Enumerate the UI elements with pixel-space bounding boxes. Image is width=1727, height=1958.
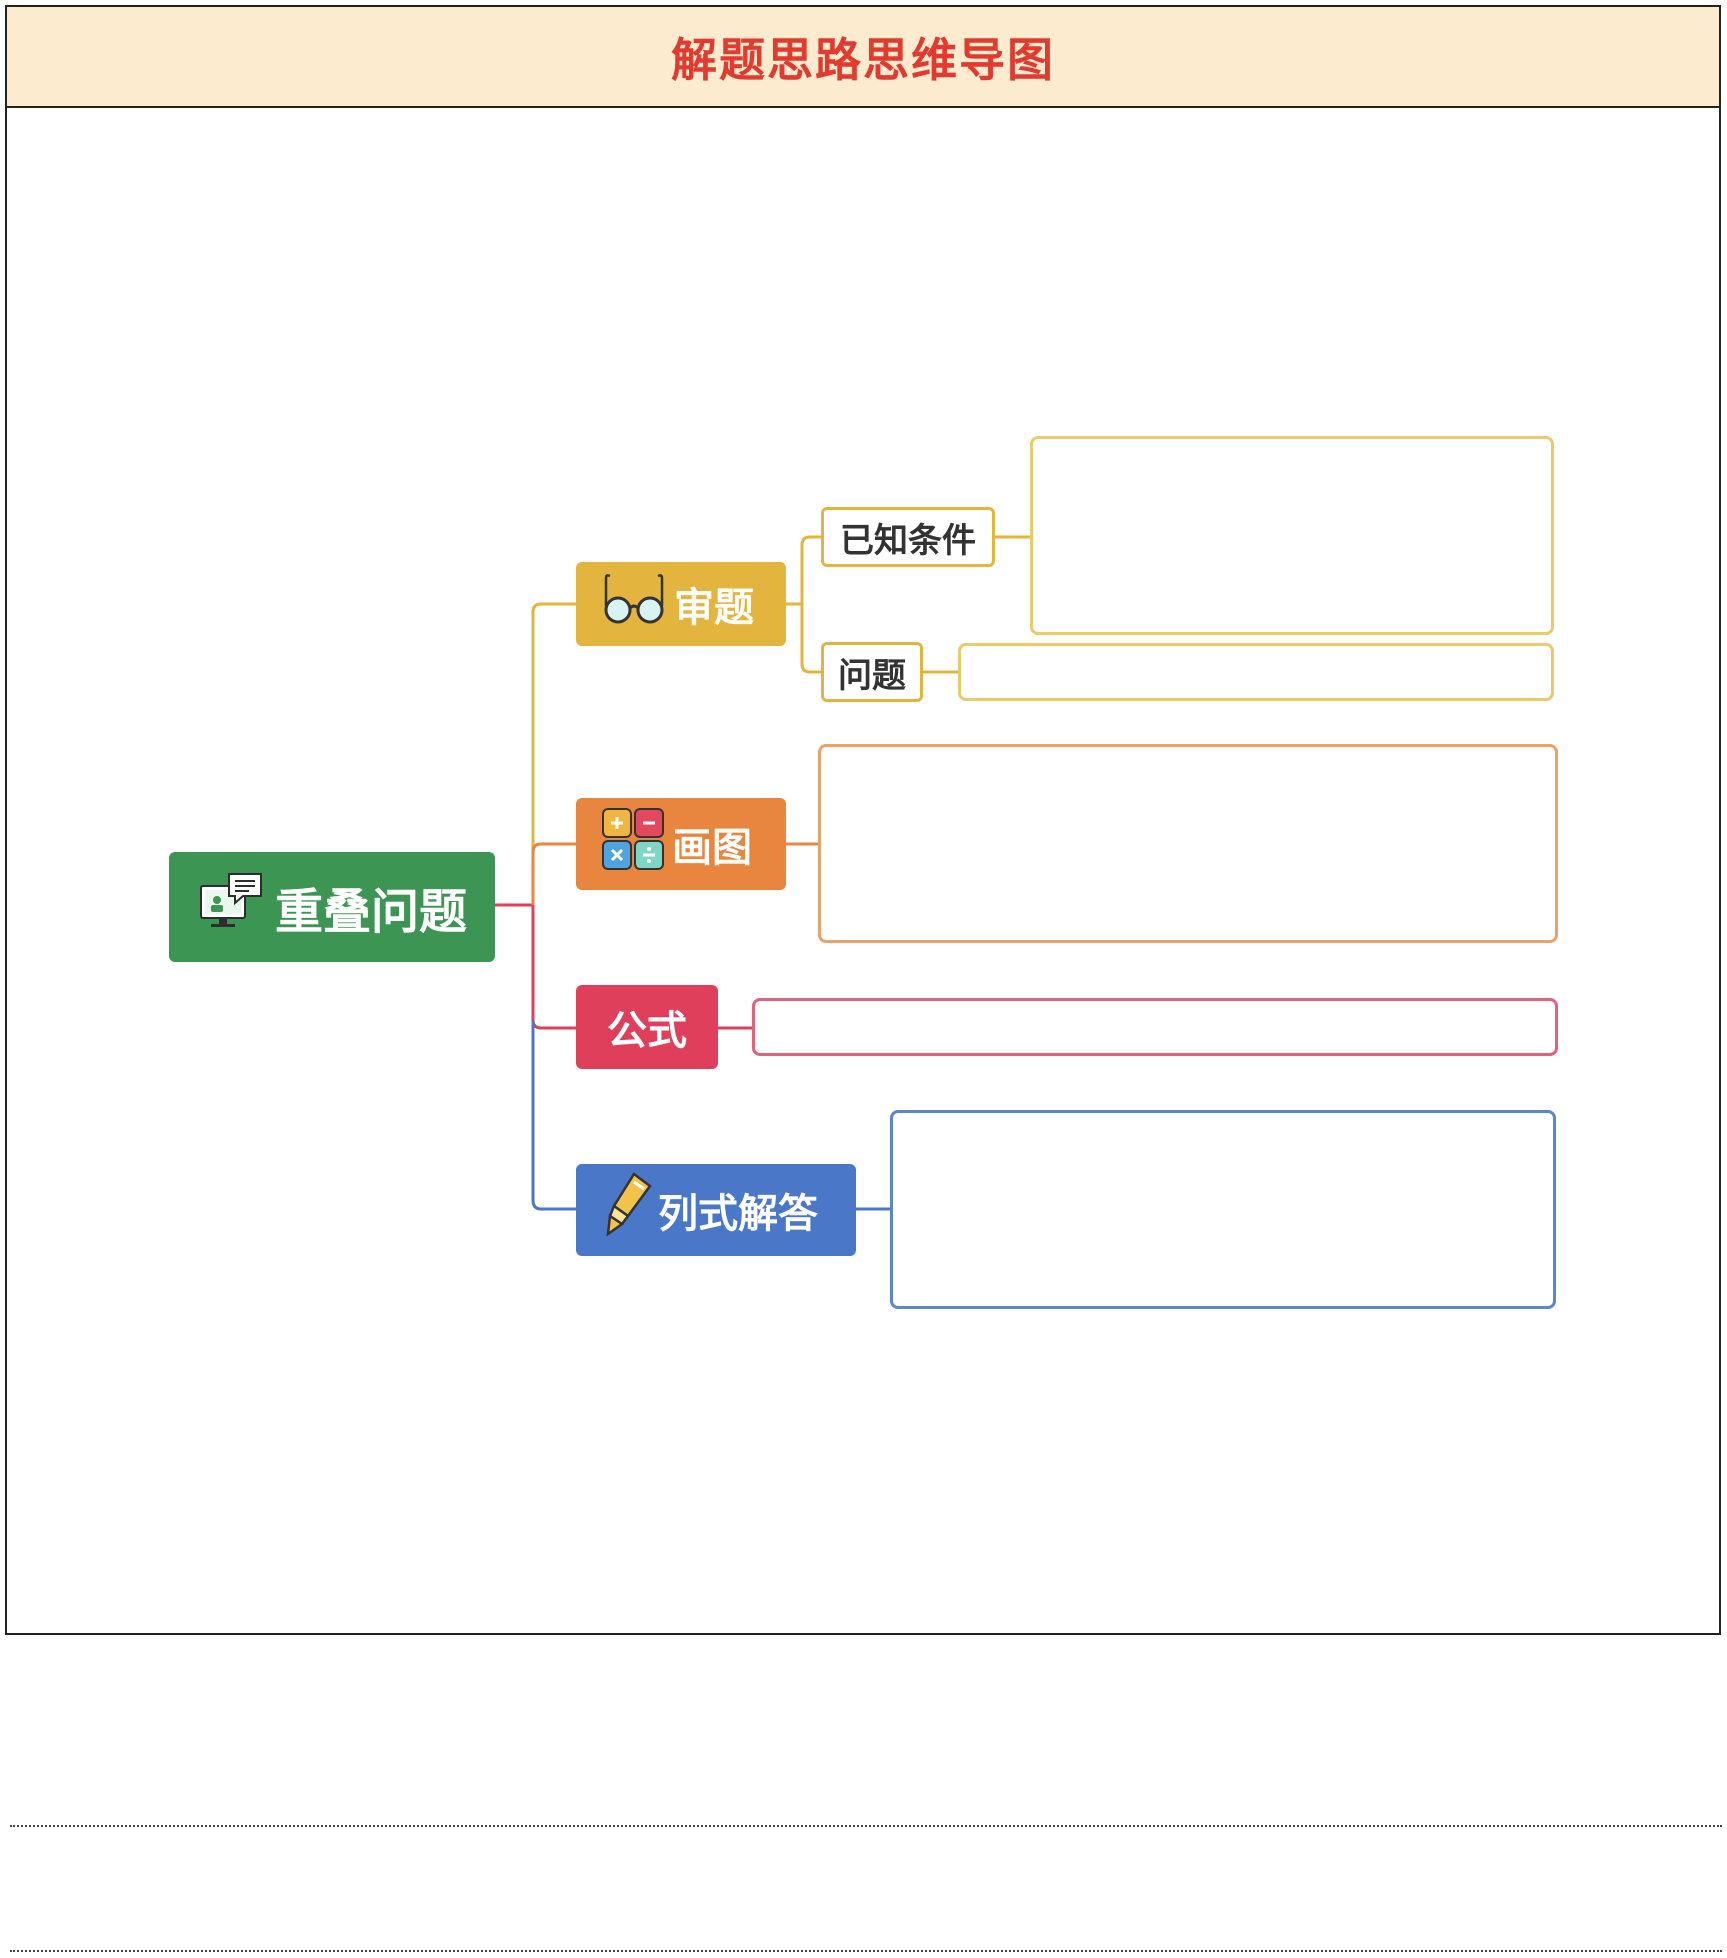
sub-known-conditions-label: 已知条件 [840,520,976,561]
drawing-answer-box[interactable] [818,744,1558,943]
highlighter-icon [604,1172,652,1248]
root-node[interactable]: 重叠问题 [169,852,495,962]
question-answer-box[interactable] [958,643,1554,701]
known-conditions-answer-box[interactable] [1030,436,1554,635]
root-label: 重叠问题 [275,884,468,940]
writing-line-2 [10,1950,1722,1952]
presentation-screen-icon [199,872,265,942]
connector-gongshi [531,905,576,1030]
writing-line-1 [10,1825,1722,1827]
worksheet-frame: 解题思路思维导图 [5,5,1721,1635]
connector-huatu [531,842,576,905]
glasses-icon [602,572,666,636]
branch-gongshi[interactable]: 公式 [576,985,718,1069]
connector-shenti-known [786,535,821,606]
branch-huatu[interactable]: 画图 [576,798,786,890]
branch-lieshi-label: 列式解答 [658,1191,818,1237]
sub-question[interactable]: 问题 [821,642,923,702]
mindmap-connectors [495,535,1030,1211]
sub-question-label: 问题 [838,655,906,696]
branch-gongshi-label: 公式 [607,1008,687,1054]
calculator-keys-icon [602,808,664,880]
connector-shenti-question [800,604,821,674]
page-title: 解题思路思维导图 [671,32,1055,87]
branch-shenti-label: 审题 [674,585,754,631]
solution-answer-box[interactable] [890,1110,1556,1309]
formula-answer-box[interactable] [752,998,1558,1056]
connector-lieshi [531,1020,576,1211]
branch-huatu-label: 画图 [672,825,752,871]
sub-known-conditions[interactable]: 已知条件 [821,507,995,567]
header-bar: 解题思路思维导图 [7,7,1719,108]
connector-shenti [531,602,576,905]
branch-lieshi[interactable]: 列式解答 [576,1164,856,1256]
branch-shenti[interactable]: 审题 [576,562,786,646]
